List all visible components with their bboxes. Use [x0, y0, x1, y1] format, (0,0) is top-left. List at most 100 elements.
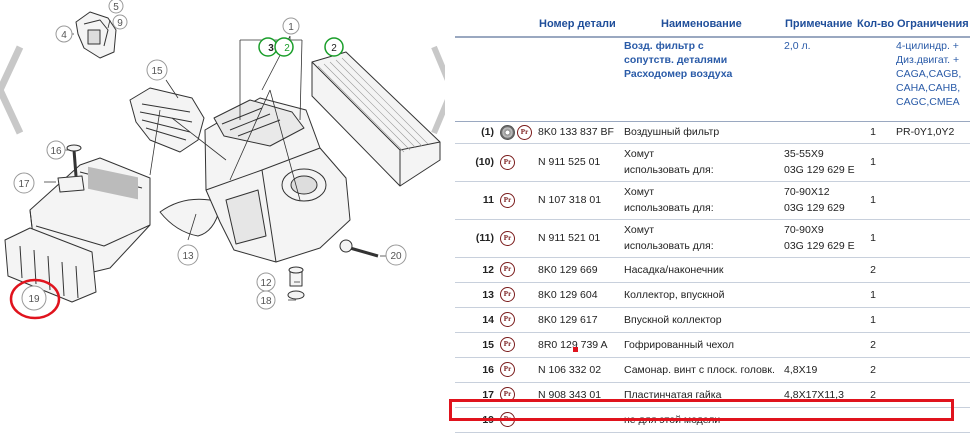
- name-cell: не для этой модели: [621, 407, 781, 433]
- pr-icon[interactable]: Pr: [500, 312, 515, 327]
- pr-icon[interactable]: Pr: [500, 262, 515, 277]
- position-cell: 15: [455, 332, 497, 358]
- note-line: 4,8X19: [784, 363, 818, 376]
- name-line: Хомут: [624, 224, 655, 236]
- part-number-cell[interactable]: 8K0 129 604: [535, 282, 621, 308]
- note-cell: [781, 257, 853, 283]
- name-line: Пластинчатая гайка: [624, 388, 722, 401]
- pr-icon[interactable]: Pr: [500, 362, 515, 377]
- col-header-qty[interactable]: Кол-во: [857, 18, 895, 30]
- note-line: 70-90X12: [784, 186, 830, 198]
- note-line: 35-55X9: [784, 148, 824, 160]
- part-number-cell[interactable]: N 106 332 02: [535, 357, 621, 383]
- svg-text:20: 20: [390, 251, 402, 262]
- part-number-cell[interactable]: N 908 343 01: [535, 382, 621, 408]
- name-cell: Воздушный фильтр: [621, 121, 781, 144]
- name-cell: Пластинчатая гайка: [621, 382, 781, 408]
- pr-icon[interactable]: Pr: [500, 287, 515, 302]
- part-number-cell[interactable]: 8K0 129 669: [535, 257, 621, 283]
- corrugated-boot: [129, 87, 205, 153]
- part-number-cell[interactable]: N 107 318 01: [535, 181, 621, 220]
- qty-cell: 1: [853, 121, 893, 144]
- part-number-cell[interactable]: 8K0 129 617: [535, 307, 621, 333]
- icons-cell: Pr: [497, 382, 535, 408]
- assembly-row[interactable]: Возд. фильтр с сопутств. деталями Расход…: [455, 36, 970, 122]
- part-number-cell[interactable]: N 911 525 01: [535, 143, 621, 182]
- name-cell: Хомут использовать для:: [621, 219, 781, 258]
- pr-icon[interactable]: Pr: [500, 412, 515, 427]
- callout-16: 16: [46, 140, 66, 160]
- callout-1: 1: [282, 17, 300, 35]
- note-cell: 4,8X19: [781, 357, 853, 383]
- restrictions-cell: [893, 143, 970, 182]
- callout-12: 12: [256, 272, 276, 292]
- note-line: 4,8X17X11,3: [784, 388, 844, 401]
- col-header-restrictions[interactable]: Ограничения: [897, 18, 969, 30]
- icons-cell: Pr: [497, 143, 535, 182]
- name-cell: Впускной коллектор: [621, 307, 781, 333]
- callout-2: 2: [324, 37, 344, 57]
- callout-9: 9: [112, 14, 128, 30]
- part-number-cell[interactable]: [535, 407, 621, 433]
- restrictions-cell: [893, 382, 970, 408]
- name-line: Гофрированный чехол: [624, 338, 735, 351]
- name-line-2: использовать для:: [624, 240, 714, 252]
- assembly-restrictions: 4-цилиндр. + Диз.двигат. + CAGA,CAGB, CA…: [893, 36, 970, 122]
- svg-text:19: 19: [28, 294, 40, 305]
- svg-text:3: 3: [268, 43, 274, 54]
- name-line: Хомут: [624, 186, 655, 198]
- note-cell: [781, 282, 853, 308]
- name-cell: Хомут использовать для:: [621, 181, 781, 220]
- name-line: Воздушный фильтр: [624, 126, 720, 138]
- position-cell: 12: [455, 257, 497, 283]
- callout-4: 4: [55, 25, 73, 43]
- pr-icon[interactable]: Pr: [500, 192, 515, 208]
- icons-cell: Pr: [497, 407, 535, 433]
- note-line-2: 03G 129 629 E: [784, 240, 855, 252]
- position-cell: 19: [455, 407, 497, 433]
- pr-icon[interactable]: Pr: [500, 387, 515, 402]
- name-line-2: использовать для:: [624, 202, 714, 214]
- part-number-cell[interactable]: N 911 521 01: [535, 219, 621, 258]
- svg-text:4: 4: [61, 30, 67, 41]
- pr-icon[interactable]: Pr: [500, 337, 515, 352]
- callout-13: 13: [177, 244, 199, 266]
- name-line: Самонар. винт с плоск. головк.: [624, 363, 775, 376]
- name-line: Хомут: [624, 148, 655, 160]
- col-header-note[interactable]: Примечание: [785, 18, 853, 30]
- inlet-grille: [4, 227, 97, 303]
- position-cell: (10): [455, 143, 497, 182]
- prev-page-icon[interactable]: [0, 45, 24, 135]
- col-header-part-number[interactable]: Номер детали: [539, 18, 616, 30]
- note-cell: [781, 307, 853, 333]
- svg-text:17: 17: [18, 179, 30, 190]
- qty-cell: [853, 407, 893, 433]
- part-number-cell[interactable]: 8R0 129 739 A: [535, 332, 621, 358]
- part-number-cell[interactable]: 8K0 133 837 BF: [535, 121, 621, 144]
- screw-16: [66, 144, 82, 177]
- pr-icon[interactable]: Pr: [517, 124, 532, 140]
- col-header-name[interactable]: Наименование: [661, 18, 742, 30]
- pr-icon[interactable]: Pr: [500, 154, 515, 170]
- pr-icon[interactable]: Pr: [500, 230, 515, 246]
- qty-cell: 1: [853, 181, 893, 220]
- disc-icon[interactable]: [500, 124, 515, 140]
- air-filter-element: [311, 51, 441, 187]
- qty-cell: 2: [853, 382, 893, 408]
- red-marker: [573, 347, 578, 352]
- icons-cell: Pr: [497, 357, 535, 383]
